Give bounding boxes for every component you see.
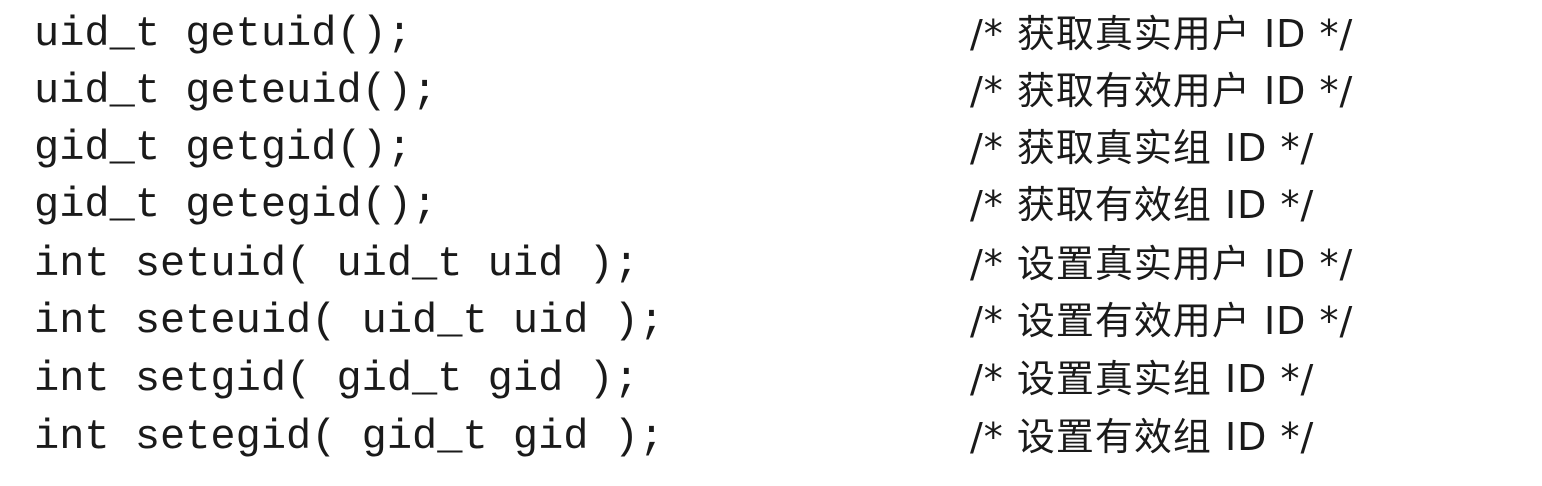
function-declaration: gid_t getgid();: [34, 124, 413, 172]
function-declaration: int seteuid( uid_t uid );: [34, 297, 665, 345]
function-declaration: uid_t geteuid();: [34, 67, 438, 115]
function-declaration: int setgid( gid_t gid );: [34, 355, 639, 403]
function-comment: /* 获取真实用户 ID */: [970, 12, 1354, 56]
function-comment: /* 设置有效用户 ID */: [970, 299, 1354, 343]
code-line-setuid: int setuid( uid_t uid ); /* 设置真实用户 ID */: [0, 236, 1542, 292]
code-line-geteuid: uid_t geteuid(); /* 获取有效用户 ID */: [0, 63, 1542, 119]
function-comment: /* 获取真实组 ID */: [970, 126, 1315, 170]
function-declaration: gid_t getegid();: [34, 181, 438, 229]
function-comment: /* 获取有效组 ID */: [970, 183, 1315, 227]
code-line-setgid: int setgid( gid_t gid ); /* 设置真实组 ID */: [0, 351, 1542, 407]
function-comment: /* 设置有效组 ID */: [970, 415, 1315, 459]
function-comment: /* 设置真实组 ID */: [970, 357, 1315, 401]
code-line-setegid: int setegid( gid_t gid ); /* 设置有效组 ID */: [0, 409, 1542, 465]
code-line-getuid: uid_t getuid(); /* 获取真实用户 ID */: [0, 6, 1542, 62]
function-comment: /* 获取有效用户 ID */: [970, 69, 1354, 113]
function-comment: /* 设置真实用户 ID */: [970, 242, 1354, 286]
function-declaration: uid_t getuid();: [34, 10, 413, 58]
function-declaration: int setegid( gid_t gid );: [34, 413, 665, 461]
code-line-seteuid: int seteuid( uid_t uid ); /* 设置有效用户 ID *…: [0, 293, 1542, 349]
code-line-getegid: gid_t getegid(); /* 获取有效组 ID */: [0, 177, 1542, 233]
function-declaration: int setuid( uid_t uid );: [34, 240, 639, 288]
code-line-getgid: gid_t getgid(); /* 获取真实组 ID */: [0, 120, 1542, 176]
